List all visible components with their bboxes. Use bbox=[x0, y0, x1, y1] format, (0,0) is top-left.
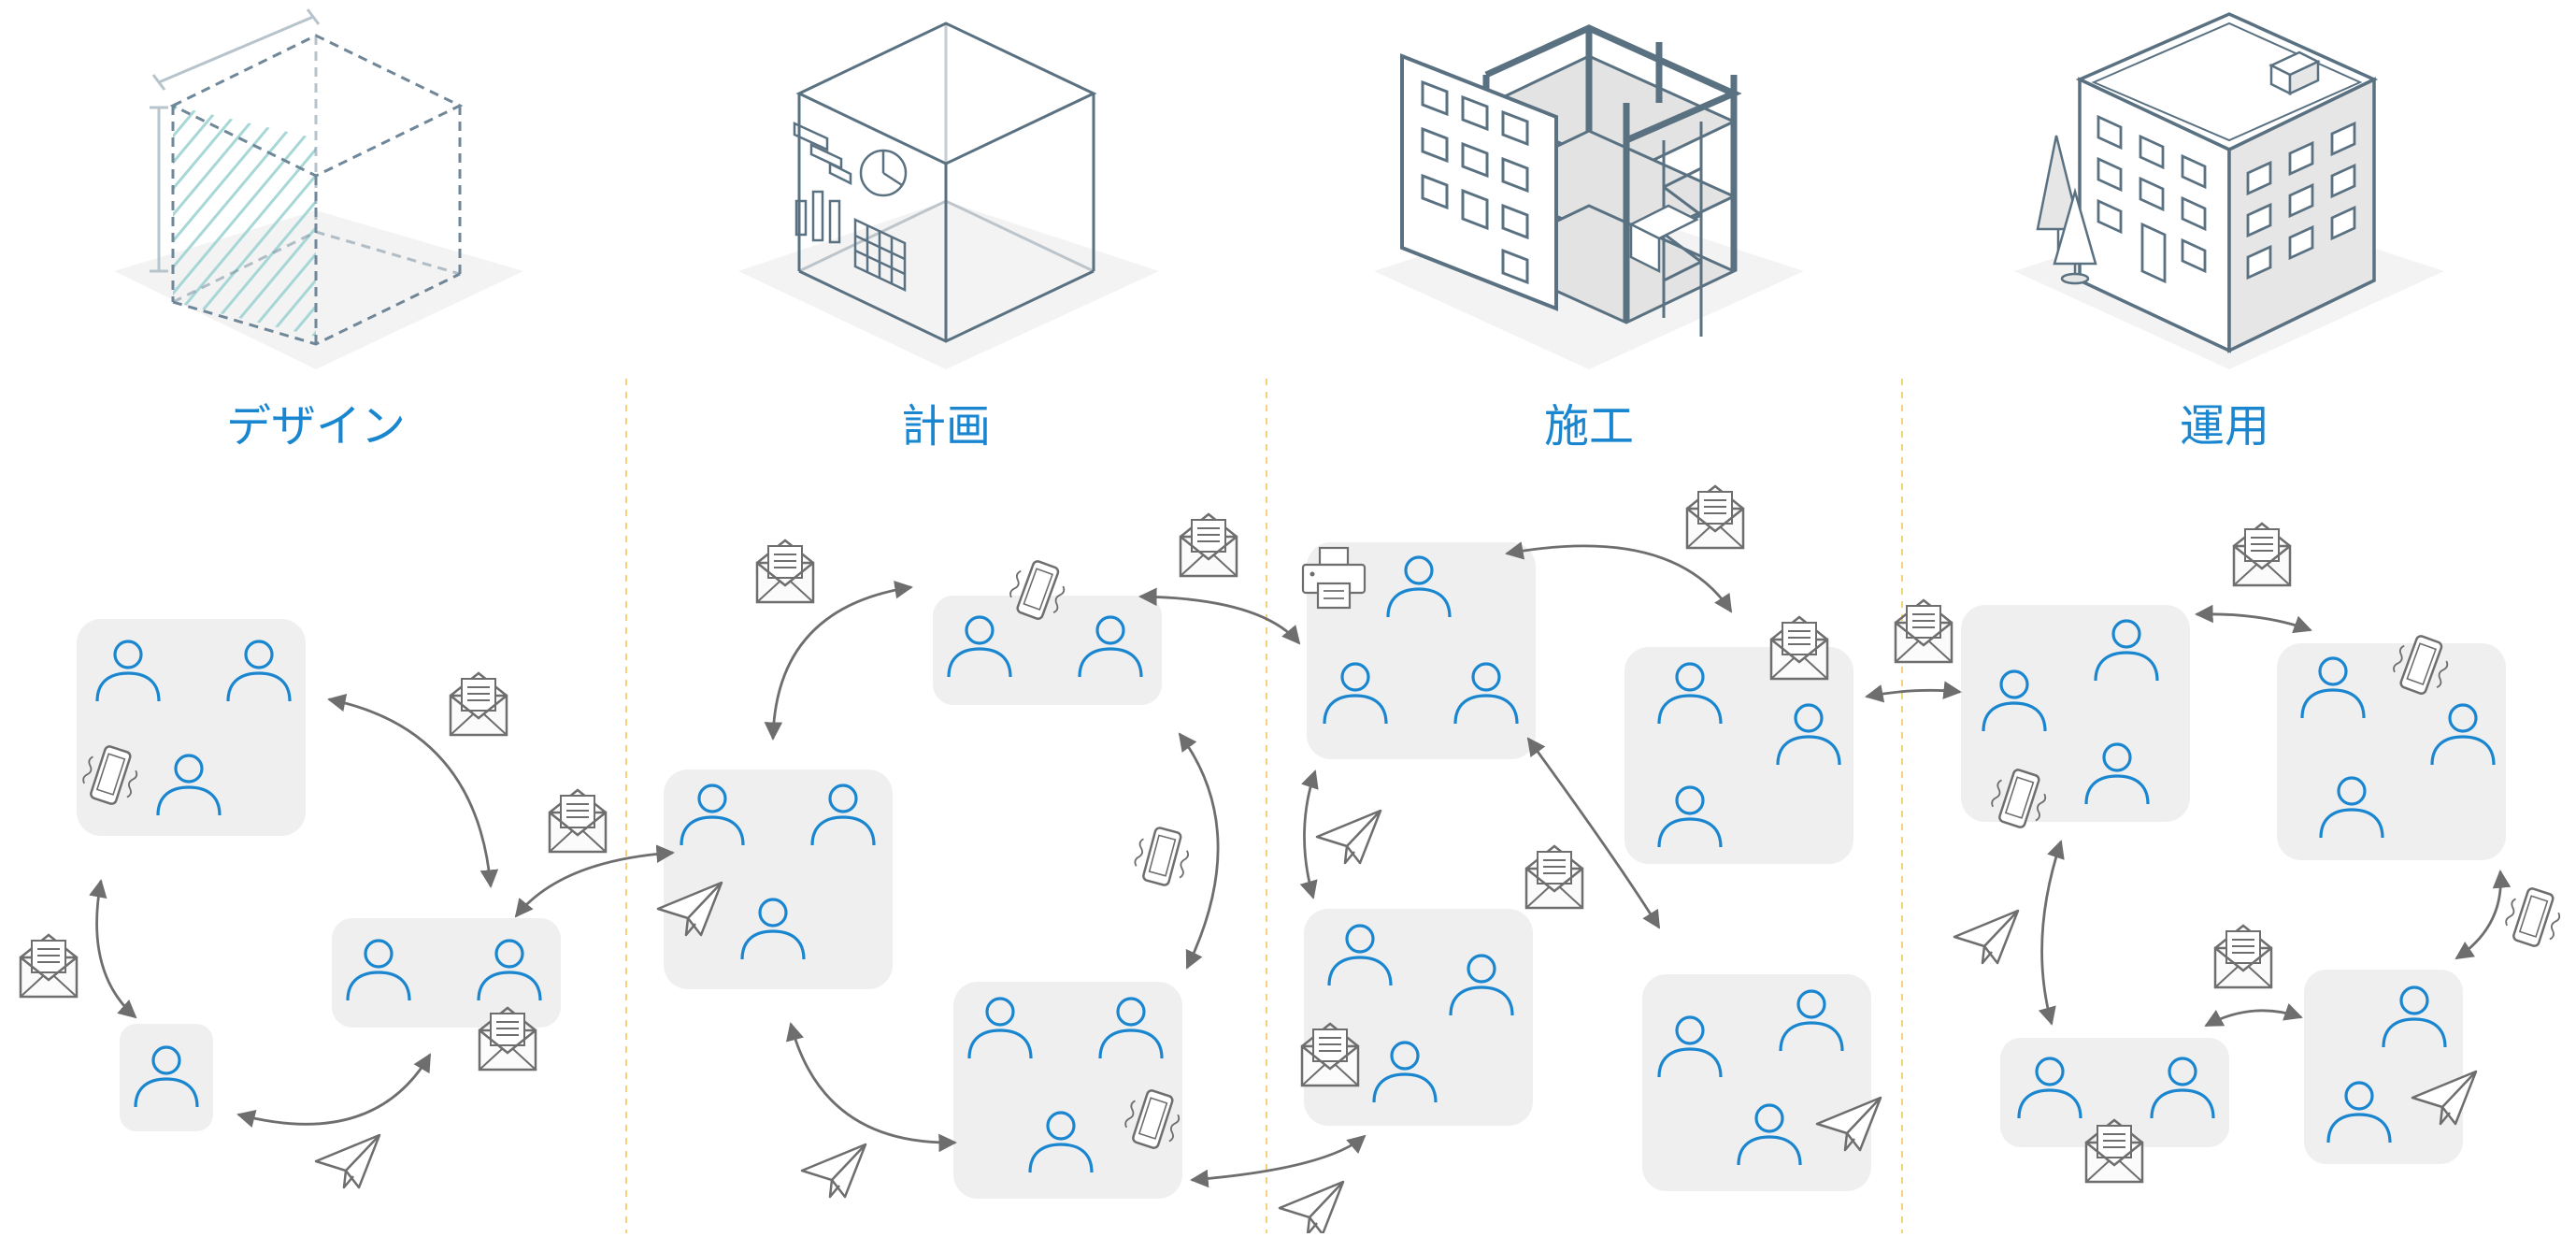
paper-plane-icon bbox=[314, 1133, 381, 1189]
team-group bbox=[664, 770, 893, 989]
envelope-icon bbox=[1894, 598, 1953, 664]
team-group bbox=[1307, 542, 1536, 759]
envelope-icon bbox=[1769, 615, 1829, 681]
mobile-phone-icon bbox=[2499, 883, 2567, 953]
phase-title-operation: 運用 bbox=[2180, 400, 2269, 453]
paper-plane-icon bbox=[1315, 809, 1382, 865]
construction-building-illustration bbox=[1374, 24, 1804, 369]
paper-plane-icon bbox=[1278, 1180, 1345, 1236]
team-group bbox=[1961, 605, 2190, 822]
envelope-icon bbox=[1685, 484, 1745, 550]
envelope-icon bbox=[449, 671, 508, 737]
team-group bbox=[1642, 974, 1871, 1191]
operation-building-illustration bbox=[2014, 12, 2444, 369]
team-group bbox=[953, 982, 1182, 1199]
planning-cube-illustration bbox=[738, 22, 1159, 369]
phase-title-construction: 施工 bbox=[1544, 400, 1634, 453]
envelope-icon bbox=[2232, 522, 2292, 587]
communication-arrows bbox=[89, 541, 2512, 1188]
team-group bbox=[2277, 643, 2506, 860]
paper-plane-icon bbox=[1953, 909, 2020, 965]
phase-title-planning: 計画 bbox=[901, 400, 991, 453]
envelope-icon bbox=[1524, 844, 1584, 910]
envelope-icon bbox=[19, 933, 79, 999]
team-groups bbox=[77, 542, 2506, 1199]
phase-title-design: デザイン bbox=[226, 400, 406, 453]
envelope-icon bbox=[548, 788, 608, 854]
paper-plane-icon bbox=[800, 1143, 867, 1199]
phase-dividers bbox=[625, 379, 1903, 1233]
design-cube-illustration bbox=[114, 8, 523, 369]
envelope-icon bbox=[2213, 924, 2273, 989]
envelope-icon bbox=[755, 539, 815, 604]
team-group bbox=[1304, 909, 1533, 1126]
envelope-icon bbox=[1179, 512, 1238, 578]
team-group bbox=[2304, 970, 2463, 1164]
mobile-phone-icon bbox=[1129, 822, 1195, 891]
